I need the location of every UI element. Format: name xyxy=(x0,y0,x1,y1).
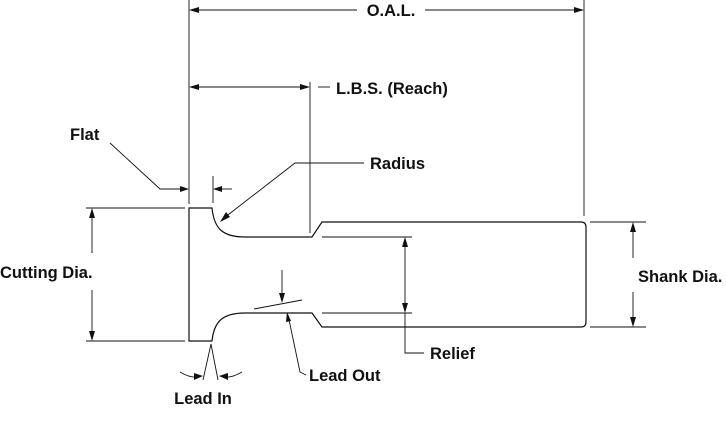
lead-out-label: Lead Out xyxy=(309,367,381,385)
relief-label: Relief xyxy=(430,345,475,363)
shank-dia-dimension: Shank Dia. xyxy=(590,221,722,328)
tool-body-outline xyxy=(188,207,587,342)
lead-in-label: Lead In xyxy=(174,390,232,408)
lbs-dimension: L.B.S. (Reach) xyxy=(189,80,448,233)
flat-label: Flat xyxy=(70,126,100,144)
flat-callout: Flat xyxy=(70,126,232,203)
lead-out-callout: Lead Out xyxy=(253,270,381,385)
radius-label: Radius xyxy=(370,155,425,173)
oal-dimension: O.A.L. xyxy=(188,0,585,216)
lbs-label: L.B.S. (Reach) xyxy=(336,80,448,98)
shank-dia-label: Shank Dia. xyxy=(638,268,722,286)
cutting-dia-dimension: Cutting Dia. xyxy=(0,207,185,342)
cutting-dia-label: Cutting Dia. xyxy=(0,264,93,282)
relief-dimension: Relief xyxy=(322,236,475,363)
lead-in-callout: Lead In xyxy=(174,343,243,408)
radius-callout: Radius xyxy=(220,155,425,222)
oal-label: O.A.L. xyxy=(367,2,416,20)
